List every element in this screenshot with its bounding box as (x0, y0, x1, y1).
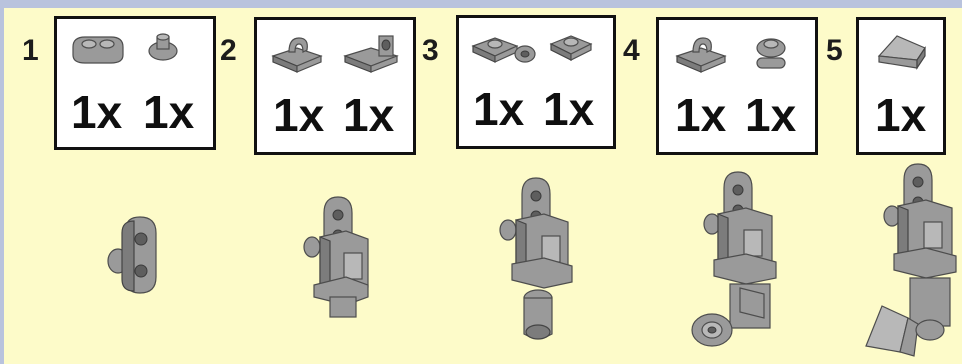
plate-with-vertical-clip-icon (341, 30, 401, 74)
quantity-label: 1x (543, 86, 594, 132)
round-plate-with-bar-icon (749, 28, 793, 76)
step-number-4: 4 (623, 36, 640, 66)
quantity-label: 1x (675, 92, 726, 138)
quantity-label: 1x (745, 92, 796, 138)
plate-with-bar-icon (469, 30, 539, 66)
quantity-label: 1x (875, 92, 926, 138)
assembly-step-1 (104, 213, 174, 293)
plate-1x1-round-icon (143, 31, 183, 65)
quantity-label: 1x (143, 89, 194, 135)
plate-with-clip-icon (269, 32, 325, 72)
plate-with-clip-icon (673, 32, 729, 72)
step-number-5: 5 (826, 36, 843, 66)
slope-brick-icon (873, 30, 931, 70)
quantity-label: 1x (343, 92, 394, 138)
step-number-3: 3 (422, 36, 439, 66)
parts-callout-step-2: 1x 1x (254, 17, 416, 155)
assembly-step-5 (860, 160, 960, 360)
quantity-label: 1x (273, 92, 324, 138)
plate-1x1-square-icon (547, 30, 595, 64)
quantity-label: 1x (473, 86, 524, 132)
quantity-label: 1x (71, 89, 122, 135)
parts-callout-step-1: 1x 1x (54, 16, 216, 150)
parts-callout-step-3: 1x 1x (456, 15, 616, 149)
parts-callout-step-4: 1x 1x (656, 17, 818, 155)
step-number-1: 1 (22, 36, 39, 66)
plate-1x2-rounded-icon (69, 33, 129, 67)
assembly-step-3 (496, 174, 586, 344)
assembly-step-4 (690, 168, 800, 358)
assembly-step-2 (300, 193, 380, 323)
step-number-2: 2 (220, 36, 237, 66)
parts-callout-step-5: 1x (856, 17, 946, 155)
